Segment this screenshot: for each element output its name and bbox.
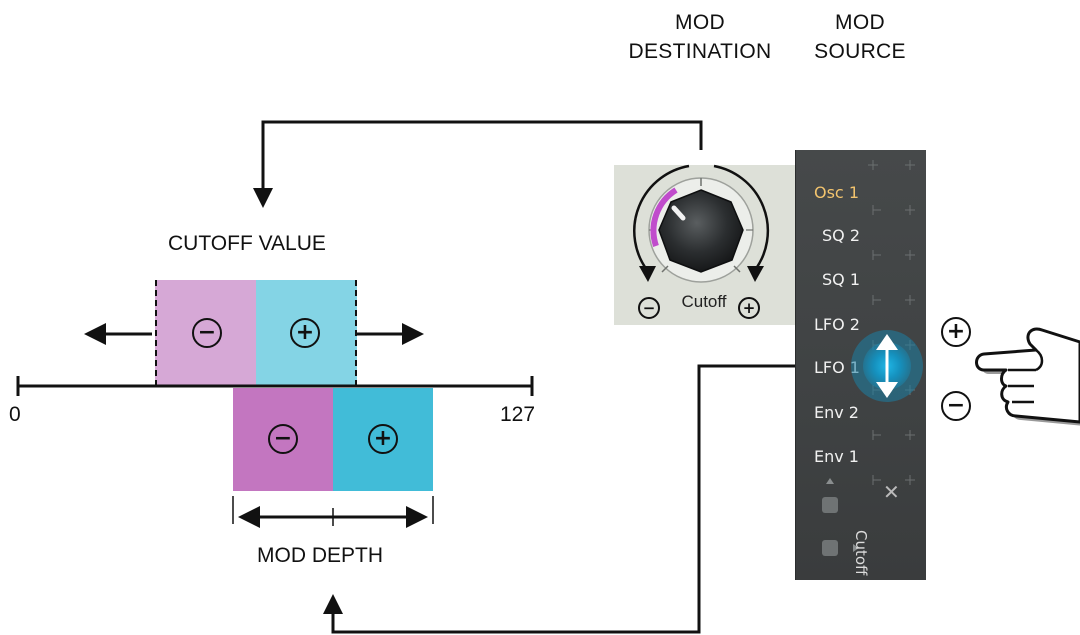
mod-depth-drag-handle[interactable] [850, 322, 930, 412]
mod-source-sq1[interactable]: SQ 1 [822, 270, 860, 289]
strip-destination-label: Cutoff [852, 530, 870, 575]
knob-label: Cutoff [664, 292, 744, 312]
knob-body [659, 190, 743, 272]
mod-source-osc1[interactable]: Osc 1 [814, 183, 859, 202]
knob-minus-symbol: − [638, 297, 660, 319]
pointing-hand-icon [972, 322, 1080, 452]
mod-source-env1[interactable]: Env 1 [814, 447, 859, 466]
cutoff-knob[interactable] [604, 150, 804, 350]
scroll-up-icon[interactable] [826, 478, 834, 484]
close-icon[interactable]: ✕ [883, 480, 900, 505]
mod-source-sq2[interactable]: SQ 2 [822, 226, 860, 245]
knob-plus-symbol: + [738, 297, 760, 319]
random-die-icon[interactable] [822, 497, 838, 513]
gesture-minus-symbol: − [941, 391, 971, 421]
mod-depth-label: MOD DEPTH [257, 544, 383, 568]
random-die-icon-2[interactable] [822, 540, 838, 556]
gesture-plus-symbol: + [941, 317, 971, 347]
